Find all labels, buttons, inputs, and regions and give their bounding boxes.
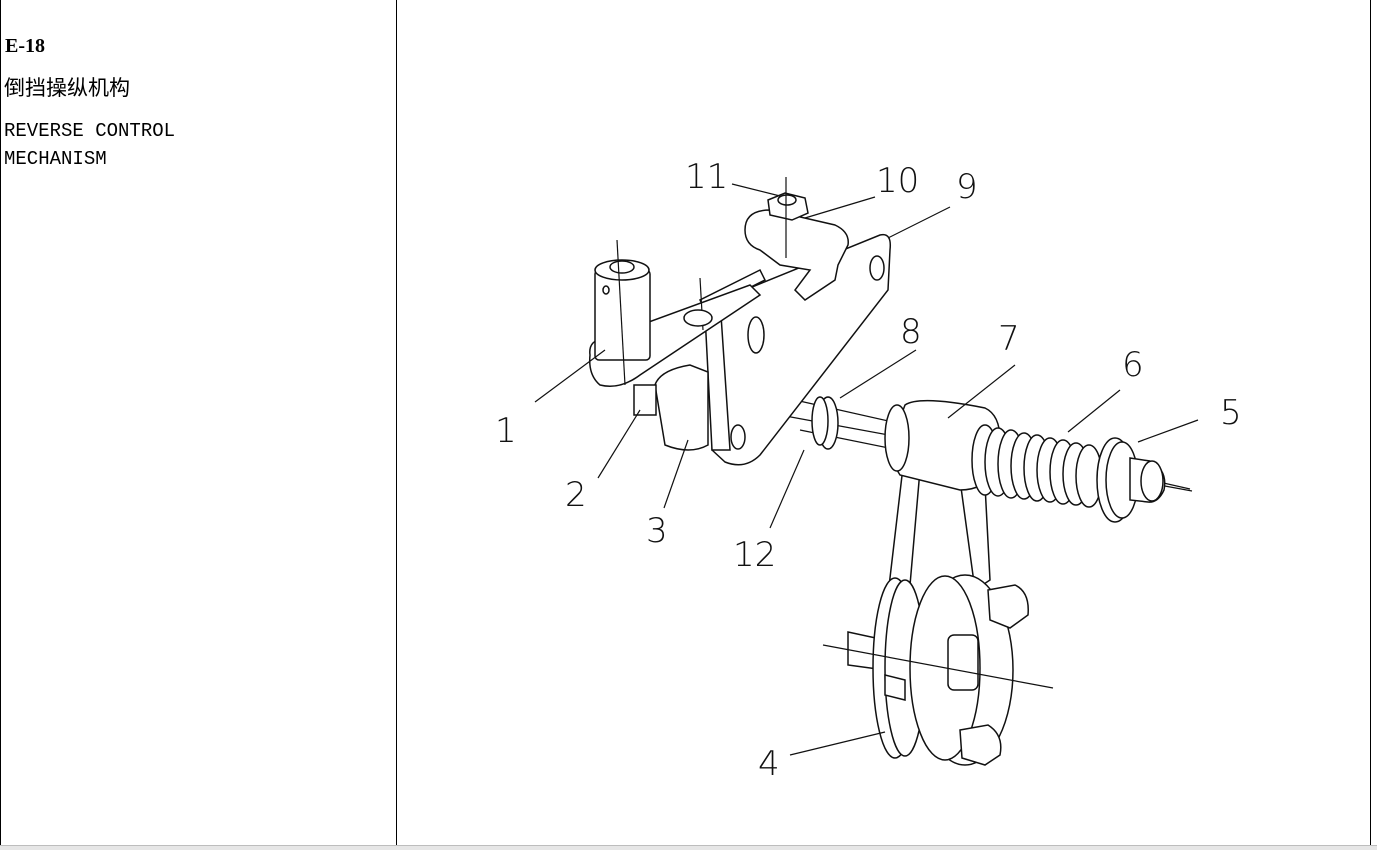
washer-end bbox=[1096, 437, 1166, 523]
drawing-cell bbox=[397, 0, 1371, 846]
reverse-control-drawing: 1 2 3 4 5 6 7 8 9 10 11 12 bbox=[495, 157, 1242, 784]
callout-8: 8 bbox=[900, 312, 922, 352]
callout-3: 3 bbox=[646, 511, 668, 551]
callout-2: 2 bbox=[565, 475, 587, 515]
callout-9: 9 bbox=[956, 167, 978, 207]
pivot-block bbox=[633, 364, 709, 451]
title-chinese: 倒挡操纵机构 bbox=[4, 76, 130, 100]
nut bbox=[767, 177, 809, 258]
callouts: 1 2 3 4 5 6 7 8 9 10 11 12 bbox=[495, 157, 1242, 784]
callout-5: 5 bbox=[1220, 393, 1242, 433]
callout-6: 6 bbox=[1122, 345, 1144, 385]
caption-cell: E-18 倒挡操纵机构 REVERSE CONTROL MECHANISM bbox=[0, 0, 397, 846]
lever bbox=[588, 239, 762, 387]
callout-10: 10 bbox=[876, 161, 919, 201]
leader-lines bbox=[534, 183, 1199, 756]
callout-12: 12 bbox=[733, 535, 776, 575]
callout-1: 1 bbox=[495, 411, 517, 451]
collar bbox=[811, 396, 839, 450]
callout-4: 4 bbox=[758, 744, 780, 784]
spring bbox=[971, 424, 1103, 508]
title-english: REVERSE CONTROL MECHANISM bbox=[4, 120, 176, 170]
part-code: E-18 bbox=[5, 35, 45, 57]
bottom-rule bbox=[0, 845, 1377, 850]
callout-7: 7 bbox=[998, 319, 1020, 359]
cam-disc bbox=[822, 574, 1054, 766]
callout-11: 11 bbox=[685, 157, 728, 197]
bolt-head bbox=[683, 309, 713, 327]
